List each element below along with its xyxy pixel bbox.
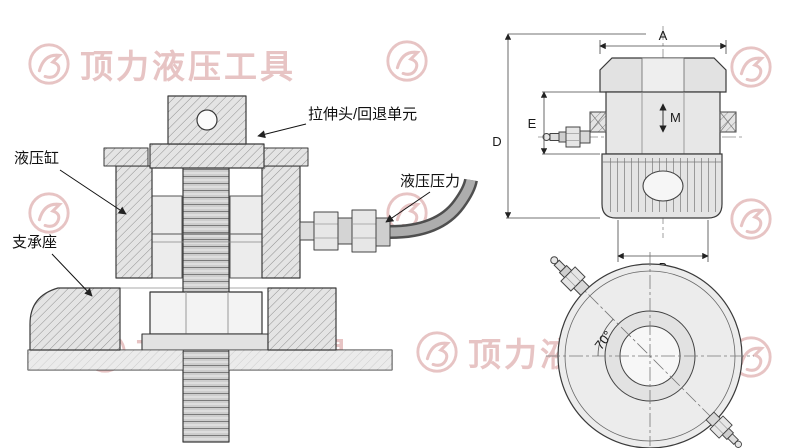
label-tension-head: 拉伸头/回退单元 <box>308 106 418 123</box>
dim-m-label: M <box>670 110 681 125</box>
top-view: 70° <box>544 250 754 448</box>
dimension-d <box>504 33 646 219</box>
dim-e-label: E <box>528 116 537 131</box>
dimension-b <box>617 220 709 262</box>
dimension-a <box>599 40 727 54</box>
label-hydraulic-cylinder: 液压缸 <box>14 150 60 167</box>
tension-head <box>149 95 265 169</box>
hydraulic-cylinder-body <box>103 147 309 279</box>
front-view: A D E M B <box>492 26 742 275</box>
section-view <box>27 95 478 443</box>
hex-nut <box>141 291 269 351</box>
dimension-e <box>540 91 604 155</box>
sleeve-window <box>642 170 684 202</box>
lift-hole <box>196 109 218 131</box>
washer <box>141 333 269 351</box>
label-hydraulic-pressure: 液压压力 <box>400 173 461 190</box>
port-coupler-icon <box>544 250 593 299</box>
label-support-seat: 支承座 <box>12 234 58 251</box>
support-seat <box>29 287 337 351</box>
dim-d-label: D <box>492 134 501 149</box>
coupler-nipple-icon <box>542 126 591 148</box>
centerlines <box>546 252 754 446</box>
dim-a-label: A <box>659 28 668 43</box>
